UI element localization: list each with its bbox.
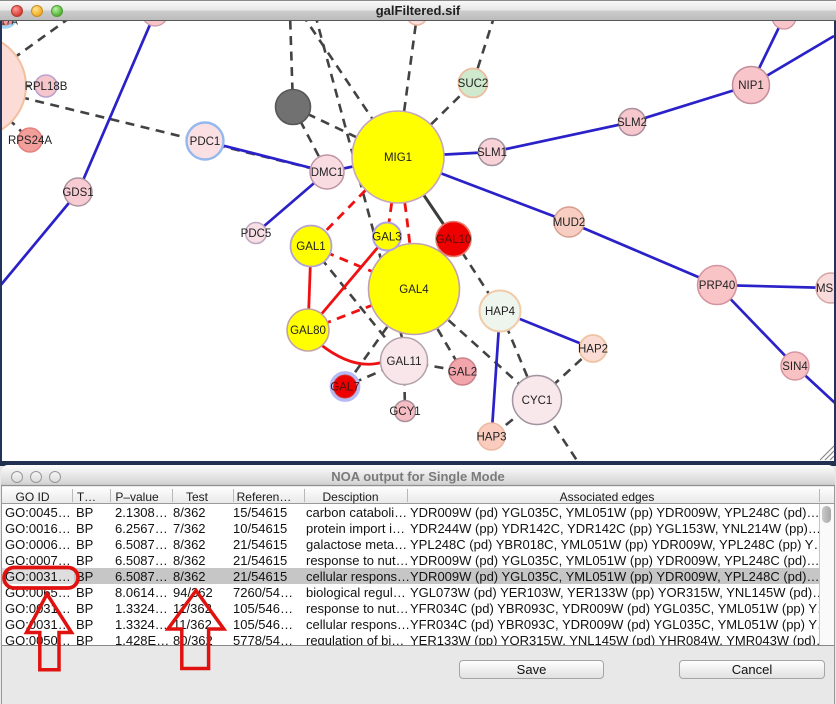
svg-text:PDC5: PDC5: [241, 228, 272, 240]
svg-text:SLM1: SLM1: [477, 147, 507, 159]
svg-text:PRP40: PRP40: [699, 280, 735, 292]
svg-text:MUD2: MUD2: [553, 217, 586, 229]
svg-text:CYC1: CYC1: [522, 395, 553, 407]
svg-text:HAP2: HAP2: [578, 344, 608, 356]
svg-text:SLM2: SLM2: [617, 117, 647, 129]
svg-text:GDS1: GDS1: [62, 187, 93, 199]
svg-text:GAL7: GAL7: [330, 382, 359, 394]
svg-text:PDC1: PDC1: [190, 136, 221, 148]
svg-text:GCY1: GCY1: [389, 406, 420, 418]
svg-text:SIN4: SIN4: [782, 361, 808, 373]
svg-text:GAL1: GAL1: [296, 241, 325, 253]
svg-text:SUC2: SUC2: [458, 78, 489, 90]
svg-text:MIG1: MIG1: [384, 152, 412, 164]
svg-text:MSL1: MSL1: [816, 283, 836, 295]
svg-text:RPS24A: RPS24A: [8, 135, 52, 147]
svg-text:NIP1: NIP1: [738, 80, 764, 92]
svg-text:GAL10: GAL10: [436, 234, 472, 246]
svg-text:GAL3: GAL3: [372, 232, 401, 244]
svg-text:GAL2: GAL2: [448, 367, 477, 379]
svg-text:RPL18B: RPL18B: [25, 81, 68, 93]
svg-text:17A: 17A: [0, 21, 18, 28]
svg-text:HAP4: HAP4: [485, 306, 516, 318]
svg-text:HAP3: HAP3: [476, 432, 506, 444]
svg-text:DMC1: DMC1: [311, 167, 344, 179]
svg-text:GAL4: GAL4: [399, 284, 429, 296]
svg-text:GAL80: GAL80: [290, 325, 326, 337]
svg-text:GAL11: GAL11: [387, 356, 422, 368]
